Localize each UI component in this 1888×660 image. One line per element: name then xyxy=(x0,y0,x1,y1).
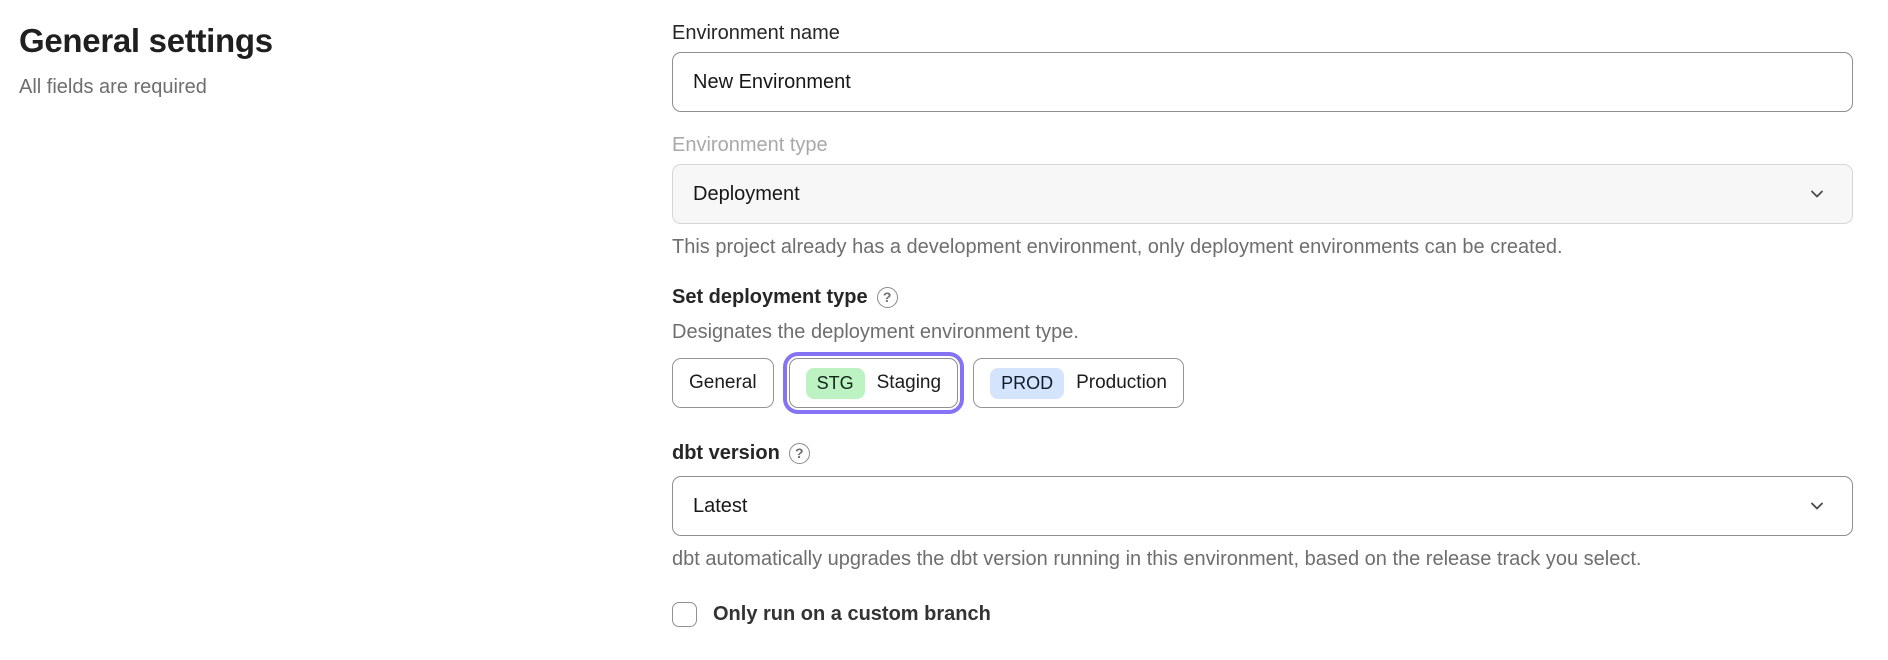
deployment-type-option-label: Staging xyxy=(876,372,942,393)
settings-heading-block: General settings All fields are required xyxy=(19,22,639,99)
deployment-type-title: Set deployment type xyxy=(672,286,868,308)
custom-branch-label[interactable]: Only run on a custom branch xyxy=(713,603,991,625)
staging-badge: STG xyxy=(805,367,865,399)
page-title: General settings xyxy=(19,22,273,59)
deployment-type-option-staging[interactable]: STG Staging xyxy=(782,352,965,414)
production-badge: PROD xyxy=(990,367,1065,399)
deployment-type-options: General STG Staging PROD Production xyxy=(672,352,1853,414)
deployment-type-description: Designates the deployment environment ty… xyxy=(672,321,1079,343)
help-circle-icon[interactable]: ? xyxy=(788,442,810,464)
deployment-type-option-general[interactable]: General xyxy=(672,358,774,408)
deployment-type-option-label: Production xyxy=(1076,372,1167,393)
dbt-version-title: dbt version xyxy=(672,442,780,464)
custom-branch-row: Only run on a custom branch xyxy=(672,602,1853,627)
deployment-type-option-label: General xyxy=(689,372,757,393)
deployment-type-heading: Set deployment type ? xyxy=(672,286,1853,308)
custom-branch-checkbox[interactable] xyxy=(672,602,697,627)
dbt-version-select[interactable]: Latest xyxy=(672,476,1853,536)
environment-type-value: Deployment xyxy=(693,182,800,205)
chevron-down-icon xyxy=(1811,190,1823,198)
dbt-version-helper: dbt automatically upgrades the dbt versi… xyxy=(672,548,1642,570)
help-circle-icon[interactable]: ? xyxy=(876,286,898,308)
environment-type-label: Environment type xyxy=(672,134,828,156)
page-subtitle: All fields are required xyxy=(19,76,207,98)
environment-name-label: Environment name xyxy=(672,22,840,44)
dbt-version-heading: dbt version ? xyxy=(672,442,1853,464)
environment-name-value: New Environment xyxy=(693,70,851,93)
environment-name-input[interactable]: New Environment xyxy=(672,52,1853,112)
environment-type-select: Deployment xyxy=(672,164,1853,224)
dbt-version-value: Latest xyxy=(693,494,748,517)
environment-type-helper: This project already has a development e… xyxy=(672,236,1563,258)
chevron-down-icon xyxy=(1811,502,1823,510)
environment-settings-form: Environment name New Environment Environ… xyxy=(672,0,1853,627)
deployment-type-option-production[interactable]: PROD Production xyxy=(973,358,1184,408)
